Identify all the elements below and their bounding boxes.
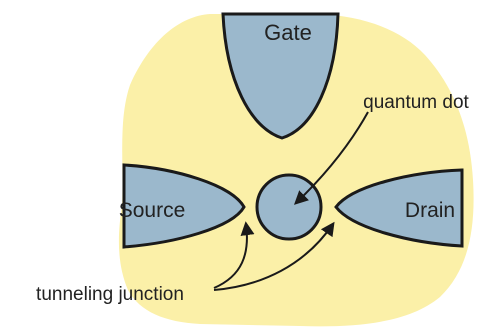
quantum-dot-arrow <box>293 111 369 205</box>
tunneling-junction-arrow-left <box>213 221 255 289</box>
quantum-dot-label: quantum dot <box>363 92 469 113</box>
gate-label: Gate <box>264 20 312 45</box>
drain-label: Drain <box>405 199 455 222</box>
source-label: Source <box>119 199 186 222</box>
tunneling-junction-arrow-right <box>213 221 335 291</box>
quantum-dot <box>255 173 323 241</box>
drain-electrode <box>334 168 464 248</box>
gate-electrode <box>221 12 340 140</box>
source-electrode <box>122 163 246 249</box>
tunneling-junction-label: tunneling junction <box>36 284 184 305</box>
substrate-region <box>118 14 474 327</box>
